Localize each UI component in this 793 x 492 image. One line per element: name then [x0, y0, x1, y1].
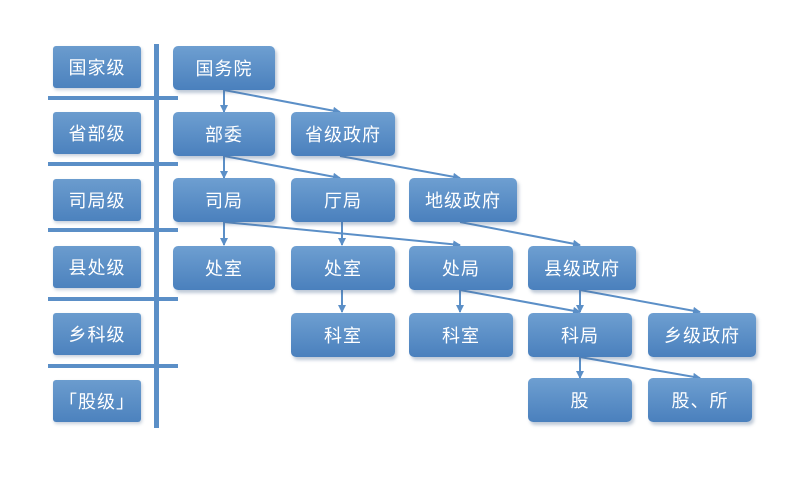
node-gu: 股	[528, 378, 632, 422]
node-gu-suo: 股、所	[648, 378, 752, 422]
level-label-national: 国家级	[53, 46, 141, 88]
node-tingju: 厅局	[291, 178, 395, 222]
node-keshi-1: 科室	[291, 313, 395, 357]
node-siju: 司局	[173, 178, 275, 222]
node-chushi-1: 处室	[173, 246, 275, 290]
level-separator	[48, 364, 178, 368]
node-buwei: 部委	[173, 112, 275, 156]
node-xiangji-zhengfu: 乡级政府	[648, 313, 756, 357]
node-chushi-2: 处室	[291, 246, 395, 290]
level-separator	[48, 162, 178, 166]
arrow-keju-gusuo	[579, 356, 701, 381]
level-separator	[48, 96, 178, 100]
node-keshi-2: 科室	[409, 313, 513, 357]
node-guowuyuan: 国务院	[173, 46, 275, 90]
level-axis	[154, 44, 159, 428]
arrow-xianji-xiangji	[579, 289, 701, 315]
level-label-county: 县处级	[53, 246, 141, 288]
node-diji-zhengfu: 地级政府	[409, 178, 517, 222]
node-shengji-zhengfu: 省级政府	[291, 112, 395, 156]
level-separator	[48, 297, 178, 301]
node-chuju: 处局	[409, 246, 513, 290]
arrow-shengji-diji	[339, 155, 461, 181]
node-keju: 科局	[528, 313, 632, 357]
level-separator	[48, 228, 178, 232]
level-label-provincial: 省部级	[53, 112, 141, 154]
arrow-buwei-tingju	[223, 155, 341, 181]
level-label-bureau: 司局级	[53, 179, 141, 221]
arrow-chuju-keju	[459, 289, 581, 315]
level-label-section: 「股级」	[53, 380, 141, 422]
level-label-township: 乡科级	[53, 313, 141, 355]
arrow-guowuyuan-shengji	[223, 89, 341, 115]
node-xianji-zhengfu: 县级政府	[528, 246, 636, 290]
arrow-diji-xianji	[459, 221, 581, 248]
